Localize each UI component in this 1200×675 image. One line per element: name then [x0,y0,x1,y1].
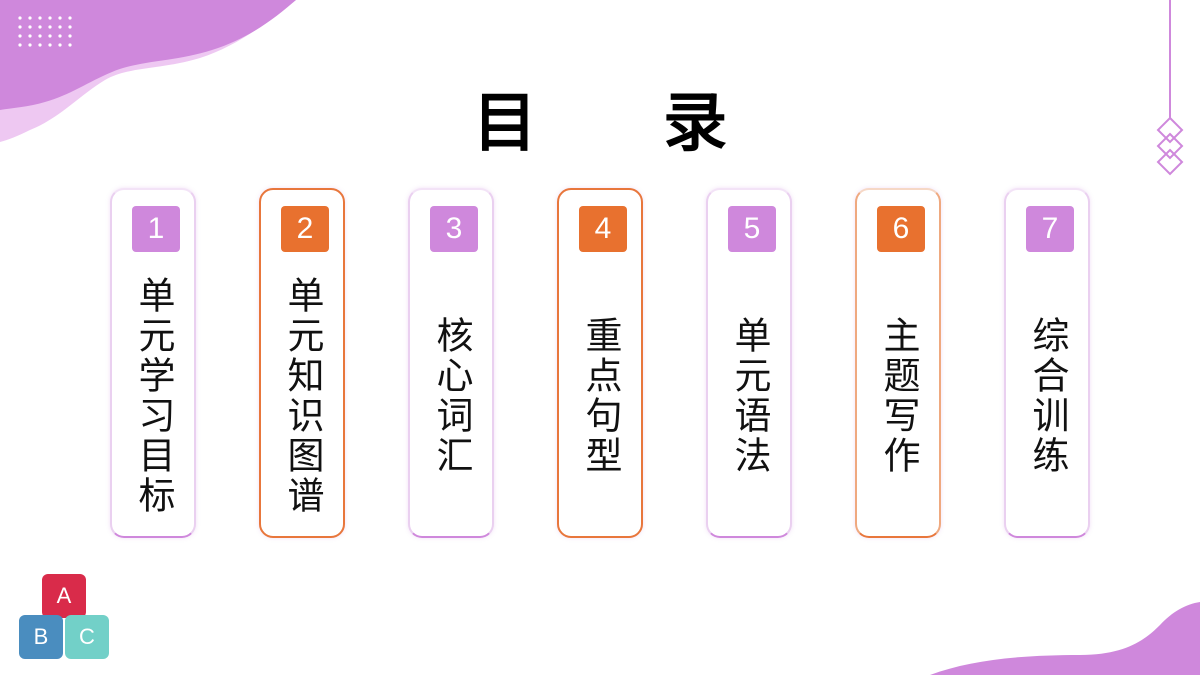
toc-card-7[interactable]: 7 综合训练 [1004,188,1090,538]
dot-grid-decoration [18,16,72,47]
top-left-blob-decoration [0,0,296,142]
toc-label: 单元语法 [728,316,771,476]
page-title: 目 录 [472,87,780,161]
toc-label: 综合训练 [1026,316,1069,476]
toc-card-2[interactable]: 2 单元知识图谱 [259,188,345,538]
toc-number-badge: 4 [579,206,627,252]
toc-card-1[interactable]: 1 单元学习目标 [110,188,196,538]
toc-number-badge: 1 [132,206,180,252]
letter-block-b: B [19,615,63,659]
letter-block-a: A [42,574,86,618]
letter-block-c: C [65,615,109,659]
toc-label: 核心词汇 [430,316,473,476]
toc-label: 重点句型 [579,316,622,476]
toc-number-badge: 5 [728,206,776,252]
toc-card-3[interactable]: 3 核心词汇 [408,188,494,538]
toc-card-5[interactable]: 5 单元语法 [706,188,792,538]
hanging-diamond-decoration [1156,0,1184,176]
toc-label: 主题写作 [877,316,920,476]
toc-label: 单元知识图谱 [281,276,324,516]
toc-number-badge: 2 [281,206,329,252]
toc-card-4[interactable]: 4 重点句型 [557,188,643,538]
toc-card-6[interactable]: 6 主题写作 [855,188,941,538]
bottom-right-blob-decoration [930,602,1200,675]
toc-number-badge: 7 [1026,206,1074,252]
toc-number-badge: 6 [877,206,925,252]
toc-number-badge: 3 [430,206,478,252]
toc-label: 单元学习目标 [132,276,175,516]
